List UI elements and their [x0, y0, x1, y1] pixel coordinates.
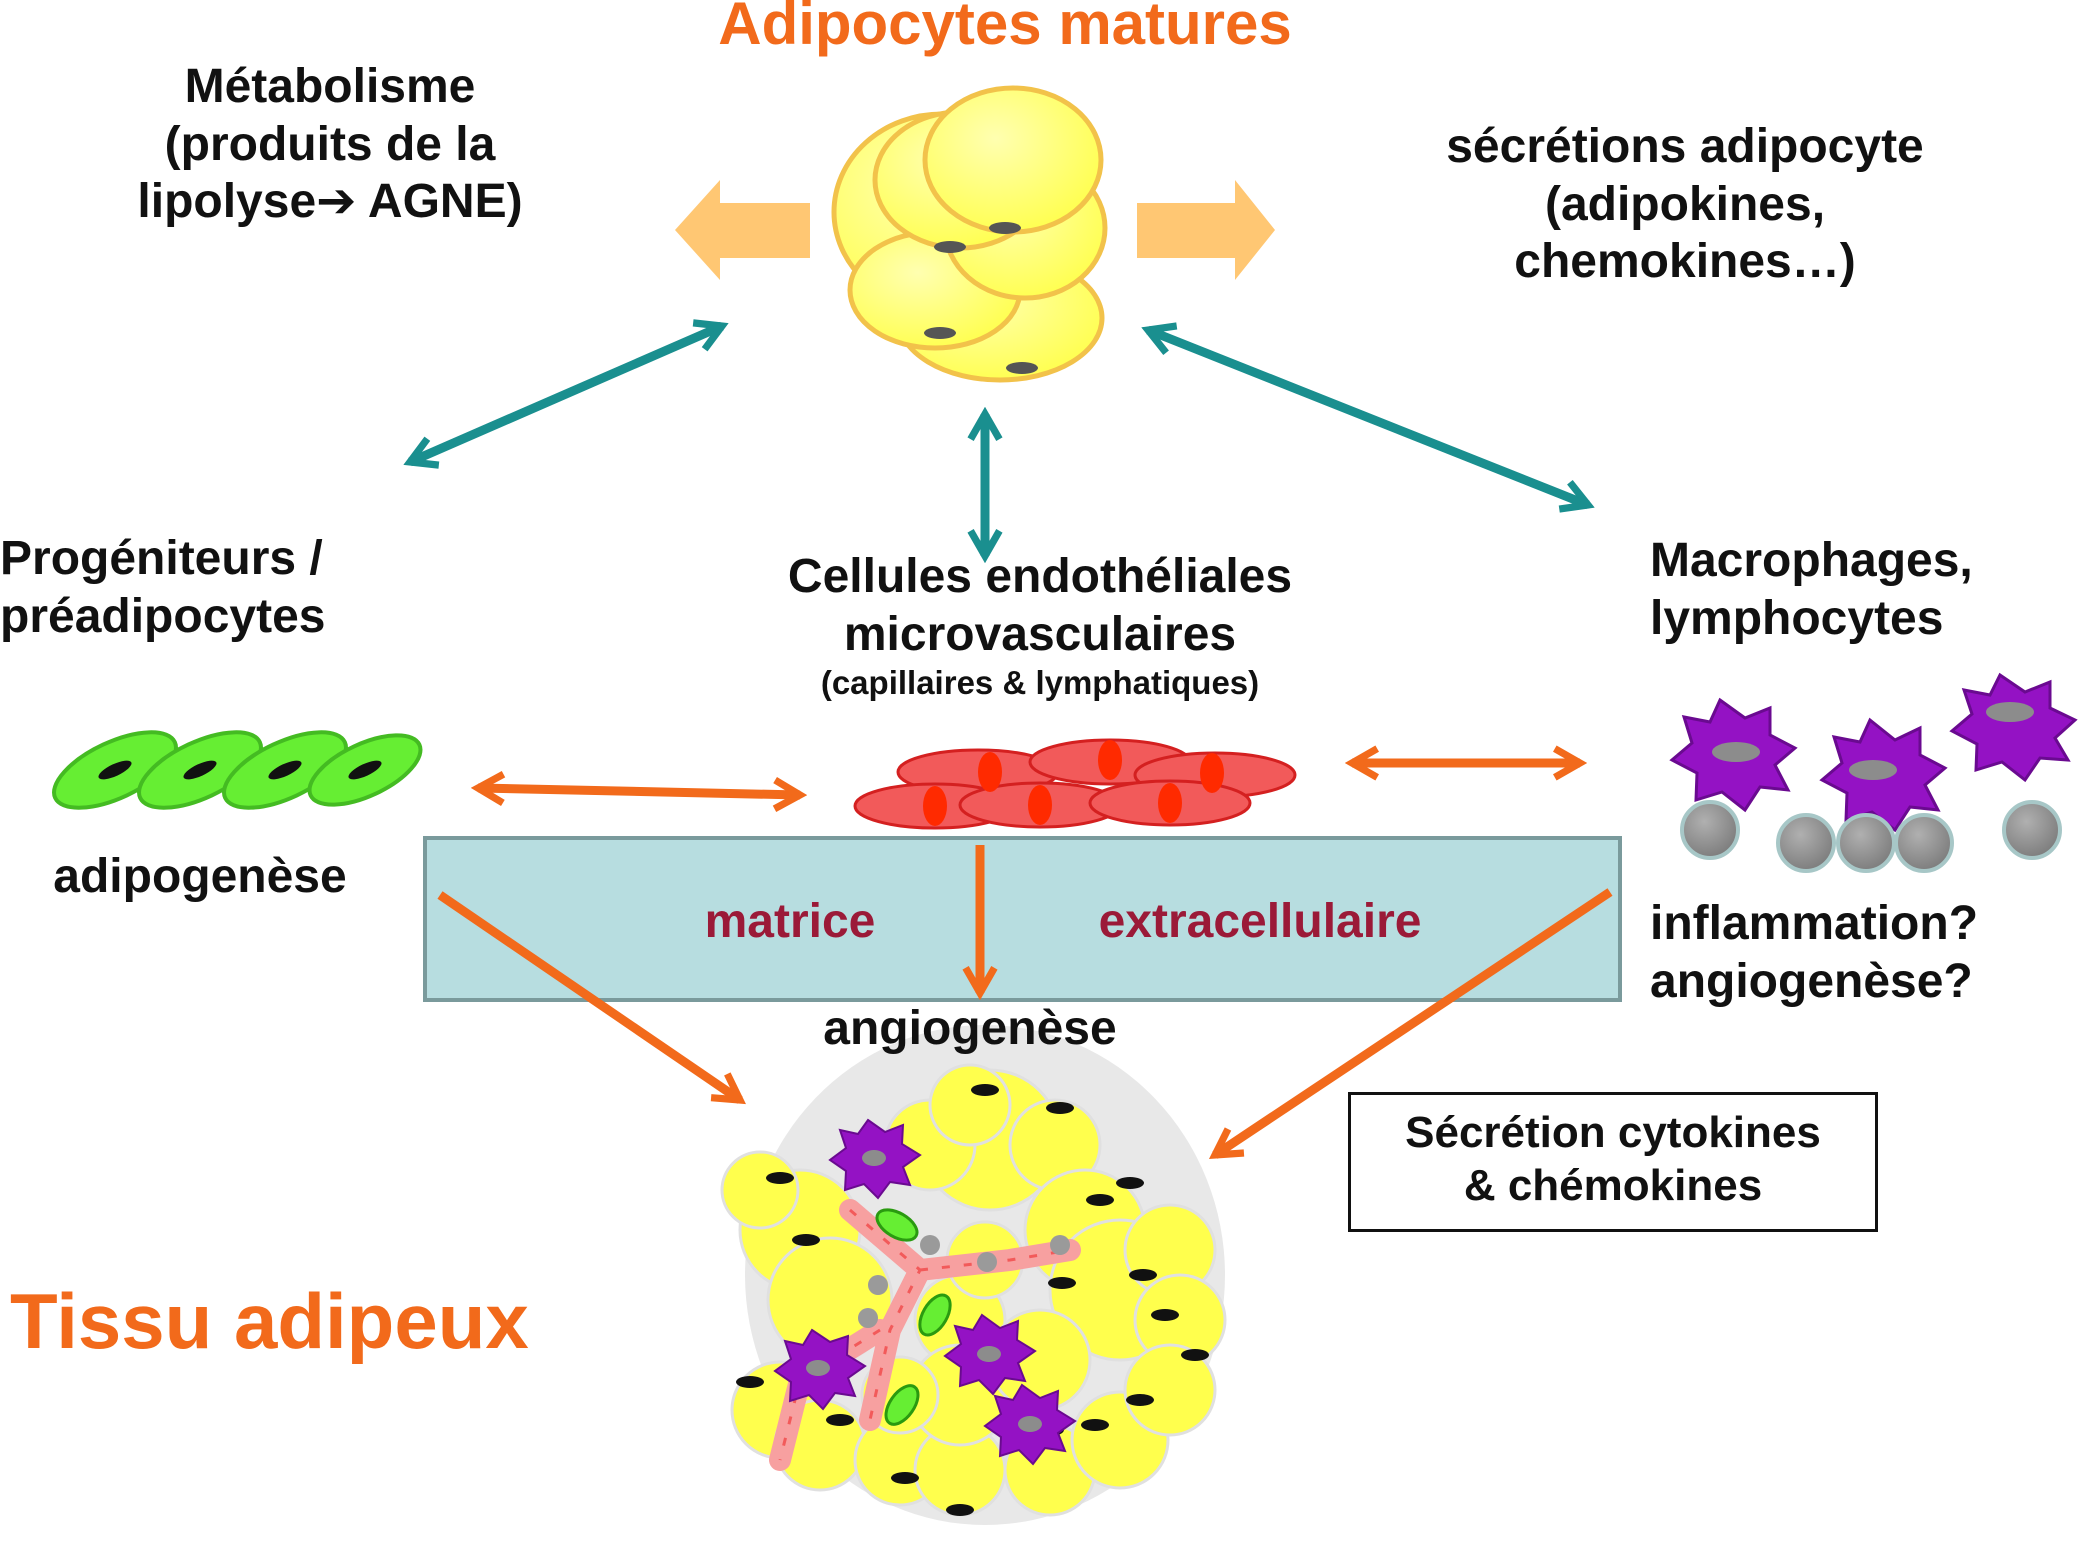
left-wide-arrow — [675, 180, 810, 280]
metabolism-label: Métabolisme (produits de la lipolyse➔ AG… — [80, 58, 580, 231]
lymphocyte-cells — [1680, 800, 2062, 873]
orange-arrow-left-horizontal — [470, 770, 808, 813]
mature-adipocyte-cluster — [831, 85, 1108, 383]
cytokines-line-1: Sécrétion cytokines — [1405, 1108, 1821, 1157]
secretions-line-2: (adipokines, — [1544, 177, 1826, 231]
mature-adipocytes-title: Adipocytes matures — [718, 0, 1292, 57]
inflammation-line-2: angiogenèse? — [1650, 954, 1973, 1008]
progenitors-label: Progéniteurs / préadipocytes — [0, 530, 400, 645]
extracellular-matrix-box — [423, 836, 1622, 1002]
progenitors-line-2: préadipocytes — [0, 589, 326, 643]
inflammation-line-1: inflammation? — [1650, 897, 1979, 950]
matrix-label-right: extracellulaire — [1098, 895, 1422, 948]
matrix-label-left: matrice — [704, 895, 876, 948]
orange-arrow-to-tissue-left — [437, 891, 746, 1105]
macrophages-line-1: Macrophages, — [1650, 534, 1973, 587]
endothelial-line-2: microvasculaires — [843, 607, 1237, 661]
metabolism-line-2: (produits de la — [164, 117, 496, 171]
endothelial-cells — [853, 738, 1297, 830]
right-wide-arrow — [1137, 180, 1275, 280]
endothelial-sub-label: (capillaires & lymphatiques) — [820, 664, 1260, 702]
endothelial-line-1: Cellules endothéliales — [787, 550, 1293, 603]
adipose-tissue-title: Tissu adipeux — [10, 1277, 529, 1365]
progenitors-line-1: Progéniteurs / — [0, 532, 323, 585]
secretions-label: sécrétions adipocyte (adipokines, chemok… — [1380, 118, 1990, 291]
macrophage-cells — [1669, 672, 2078, 833]
teal-arrow-left — [403, 319, 729, 469]
adipogenesis-label: adipogenèse — [53, 850, 347, 903]
secretions-line-3: chemokines…) — [1514, 235, 1856, 289]
macrophages-line-2: lymphocytes — [1650, 591, 1944, 645]
cytokines-line-2: & chémokines — [1463, 1160, 1763, 1210]
metabolism-line-3: lipolyse➔ AGNE) — [137, 175, 523, 229]
preadipocytes-cells — [52, 730, 423, 810]
cytokines-box: Sécrétion cytokines & chémokines — [1348, 1092, 1878, 1232]
adipose-tissue-illustration — [720, 1025, 1227, 1525]
angiogenesis-label: angiogenèse — [823, 1002, 1117, 1055]
teal-arrow-right — [1141, 322, 1595, 513]
endothelial-label: Cellules endothéliales microvasculaires … — [700, 548, 1380, 703]
secretions-line-1: sécrétions adipocyte — [1446, 120, 1924, 173]
metabolism-line-1: Métabolisme — [184, 60, 476, 113]
orange-arrow-to-tissue-right — [1208, 888, 1613, 1160]
macrophages-label: Macrophages, lymphocytes — [1650, 532, 2070, 647]
inflammation-label: inflammation? angiogenèse? — [1650, 895, 2070, 1010]
